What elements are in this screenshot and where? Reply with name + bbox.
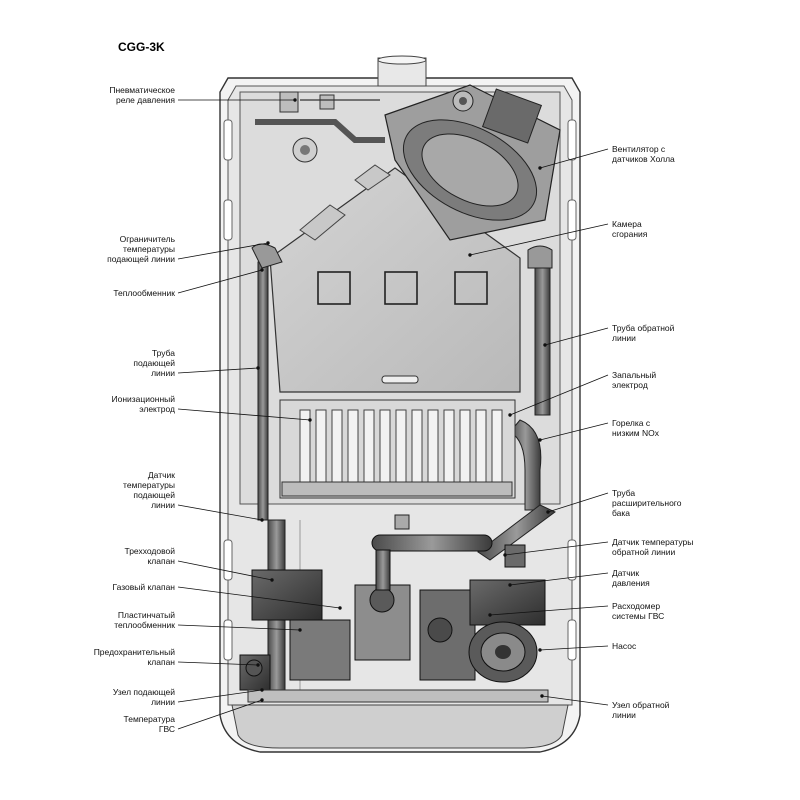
burner-tube bbox=[395, 409, 407, 489]
callout-expansion-tank-pipe: Труба расширительного бака bbox=[612, 488, 682, 518]
leader-dot-safety-valve bbox=[256, 663, 260, 667]
leader-dot-pressure-relay bbox=[293, 98, 297, 102]
leader-dot-low-nox-burner bbox=[538, 438, 542, 442]
burner-tube bbox=[475, 409, 487, 489]
burner-tube bbox=[315, 409, 327, 489]
callout-gas-valve: Газовый клапан bbox=[112, 582, 175, 592]
leader-dot-pump bbox=[538, 648, 542, 652]
leader-dot-gas-valve bbox=[338, 606, 342, 610]
callout-leader-lines bbox=[177, 98, 609, 730]
leader-three-way-valve bbox=[177, 560, 273, 581]
leader-gas-valve bbox=[177, 586, 341, 609]
burner-tube bbox=[347, 409, 359, 489]
leader-combustion-chamber bbox=[469, 223, 609, 256]
leader-dot-return-temp-sensor bbox=[503, 553, 507, 557]
leader-pump bbox=[539, 645, 609, 651]
burner-tube bbox=[443, 409, 455, 489]
leader-ionization-electrode bbox=[177, 408, 311, 421]
burner-tube bbox=[427, 409, 439, 489]
callout-plate-heat-exchanger: Пластинчатый теплообменник bbox=[114, 610, 175, 630]
callout-combustion-chamber: Камера сгорания bbox=[612, 219, 648, 239]
pressure-relay-part bbox=[255, 91, 385, 163]
hydraulic-block bbox=[239, 514, 549, 703]
leader-return-line-unit bbox=[541, 695, 609, 706]
leader-pressure-sensor bbox=[509, 572, 609, 586]
leader-flow-pipe bbox=[177, 367, 259, 374]
callout-return-temp-sensor: Датчик температуры обратной линии bbox=[612, 537, 694, 557]
burner-tube bbox=[363, 409, 375, 489]
leader-flow-temp-limiter bbox=[177, 242, 269, 260]
leader-low-nox-burner bbox=[539, 422, 609, 441]
callout-three-way-valve: Трехходовой клапан bbox=[124, 546, 175, 566]
callout-flow-pipe: Труба подающей линии bbox=[133, 348, 175, 378]
callout-heat-exchanger: Теплообменник bbox=[113, 288, 175, 298]
leader-dot-ionization-electrode bbox=[308, 418, 312, 422]
burner-tube bbox=[379, 409, 391, 489]
leader-dot-fan-hall bbox=[538, 166, 542, 170]
leader-dhw-temperature bbox=[177, 699, 263, 730]
callout-return-line-unit: Узел обратной линии bbox=[612, 700, 670, 720]
return-pipe-part bbox=[477, 245, 556, 561]
leader-plate-heat-exchanger bbox=[177, 624, 301, 631]
leader-flow-temp-sensor bbox=[177, 504, 263, 521]
leader-dot-pressure-sensor bbox=[508, 583, 512, 587]
leader-dot-dhw-flowmeter bbox=[488, 613, 492, 617]
callout-pressure-relay: Пневматическое реле давления bbox=[109, 85, 175, 105]
leader-dot-expansion-tank-pipe bbox=[546, 510, 550, 514]
fan-assembly bbox=[384, 84, 561, 241]
leader-ignition-electrode bbox=[509, 374, 609, 416]
callout-flow-temp-limiter: Ограничитель температуры подающей линии bbox=[107, 234, 175, 264]
leader-flow-line-unit bbox=[177, 689, 263, 703]
leader-dot-three-way-valve bbox=[270, 578, 274, 582]
leader-dot-return-pipe bbox=[543, 343, 547, 347]
leader-fan-hall bbox=[539, 148, 609, 169]
leader-dot-return-line-unit bbox=[540, 694, 544, 698]
callout-pump: Насос bbox=[612, 641, 637, 651]
callout-safety-valve: Предохранительный клапан bbox=[93, 647, 175, 667]
burner-tube bbox=[299, 409, 311, 489]
leader-dot-flow-pipe bbox=[256, 366, 260, 370]
burner-tube bbox=[491, 409, 503, 489]
leader-dot-heat-exchanger bbox=[260, 268, 264, 272]
callout-flow-line-unit: Узел подающей линии bbox=[112, 687, 175, 707]
burner-manifold bbox=[281, 481, 513, 497]
callout-ionization-electrode: Ионизационный электрод bbox=[111, 394, 176, 414]
callout-fan-hall: Вентилятор с датчиков Холла bbox=[612, 144, 675, 164]
callout-flow-temp-sensor: Датчик температуры подающей линии bbox=[123, 470, 175, 510]
leader-dot-flow-temp-sensor bbox=[260, 518, 264, 522]
leader-dot-combustion-chamber bbox=[468, 253, 472, 257]
burner-part bbox=[279, 399, 516, 499]
callout-pressure-sensor: Датчик давления bbox=[612, 568, 650, 588]
callout-low-nox-burner: Горелка с низким NOx bbox=[612, 418, 660, 438]
burner-tube bbox=[459, 409, 471, 489]
leader-return-temp-sensor bbox=[504, 541, 609, 556]
callout-dhw-temperature: Температура ГВС bbox=[123, 714, 175, 734]
leader-heat-exchanger bbox=[177, 269, 263, 294]
leader-dhw-flowmeter bbox=[489, 605, 609, 616]
burner-tube bbox=[411, 409, 423, 489]
leader-expansion-tank-pipe bbox=[547, 492, 609, 513]
leader-dot-dhw-temperature bbox=[260, 698, 264, 702]
leader-dot-ignition-electrode bbox=[508, 413, 512, 417]
leader-safety-valve bbox=[177, 661, 259, 666]
leader-dot-plate-heat-exchanger bbox=[298, 628, 302, 632]
burner-tube bbox=[331, 409, 343, 489]
callout-ignition-electrode: Запальный электрод bbox=[612, 370, 657, 390]
leader-return-pipe bbox=[544, 327, 609, 346]
leader-dot-flow-line-unit bbox=[260, 688, 264, 692]
leader-dot-flow-temp-limiter bbox=[266, 241, 270, 245]
diagram-title: CGG-3K bbox=[118, 40, 165, 54]
callout-return-pipe: Труба обратной линии bbox=[612, 323, 675, 343]
callout-dhw-flowmeter: Расходомер системы ГВС bbox=[612, 601, 665, 621]
